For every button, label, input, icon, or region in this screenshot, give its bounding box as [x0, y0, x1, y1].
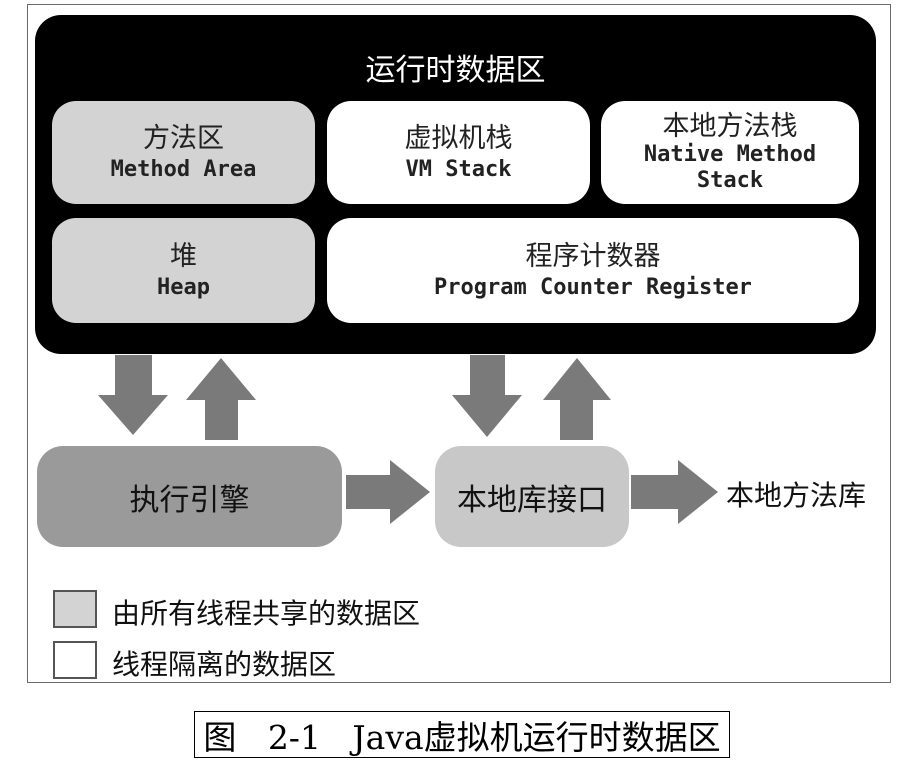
arrow-up-engine	[186, 358, 256, 440]
legend-private-text: 线程隔离的数据区	[112, 648, 337, 681]
native-stack-cn: 本地方法栈	[662, 110, 798, 142]
heap-en: Heap	[157, 274, 210, 300]
legend-private-swatch	[53, 641, 97, 679]
legend-shared-swatch	[53, 590, 97, 628]
execution-engine-label: 执行引擎	[129, 482, 250, 518]
arrow-right-to-library	[631, 460, 718, 524]
method-area-cn: 方法区	[143, 122, 224, 154]
runtime-title: 运行时数据区	[365, 53, 546, 88]
arrow-right-to-interface	[346, 460, 430, 524]
method-area-en: Method Area	[110, 156, 257, 182]
native-interface-label: 本地库接口	[457, 482, 607, 518]
method-area-box: 方法区 Method Area	[52, 101, 315, 204]
arrow-down-engine	[98, 355, 168, 435]
arrow-down-interface	[452, 355, 522, 437]
pc-register-cn: 程序计数器	[525, 240, 661, 272]
runtime-data-area: 运行时数据区 方法区 Method Area 虚拟机栈 VM Stack 本地方…	[35, 15, 876, 354]
pc-register-en: Program Counter Register	[434, 274, 752, 300]
native-stack-en1: Native Method	[643, 141, 817, 167]
native-stack-en2: Stack	[696, 167, 764, 193]
vm-stack-box: 虚拟机栈 VM Stack	[327, 101, 590, 204]
vm-stack-cn: 虚拟机栈	[404, 122, 513, 154]
legend-shared-text: 由所有线程共享的数据区	[112, 597, 421, 630]
heap-cn: 堆	[170, 240, 197, 272]
execution-engine-box: 执行引擎	[37, 446, 342, 547]
vm-stack-en: VM Stack	[405, 156, 512, 182]
native-stack-box: 本地方法栈 Native Method Stack	[601, 101, 859, 204]
heap-box: 堆 Heap	[52, 218, 315, 323]
figure-caption: 图 2-1 Java虚拟机运行时数据区	[194, 711, 730, 758]
pc-register-box: 程序计数器 Program Counter Register	[327, 218, 859, 323]
native-interface-box: 本地库接口	[435, 446, 629, 547]
native-library-label: 本地方法库	[726, 479, 867, 512]
arrow-up-interface	[543, 358, 611, 440]
